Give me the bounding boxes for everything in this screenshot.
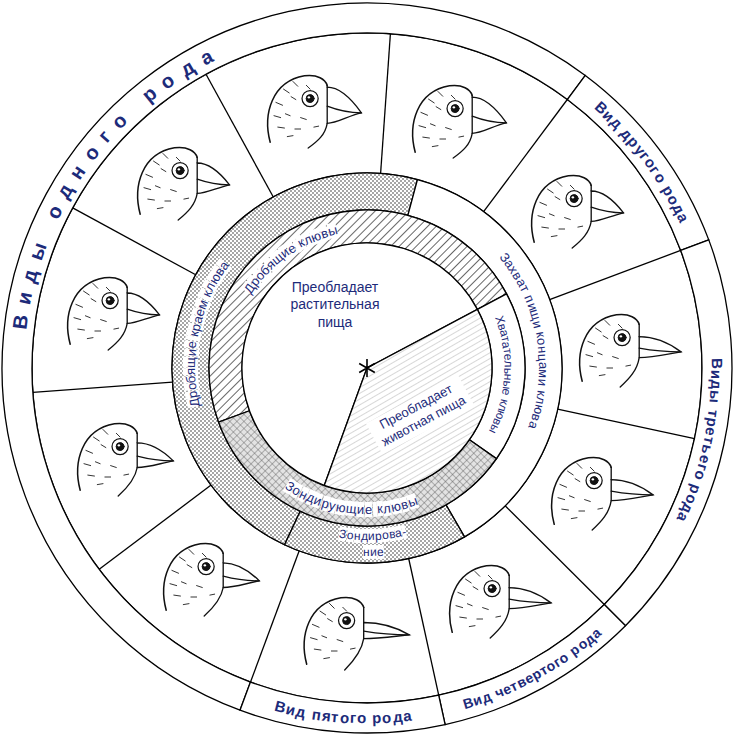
sector-label: Хватательные клювы xyxy=(487,312,517,437)
ring-circles xyxy=(3,4,731,732)
sector-outline xyxy=(285,505,465,563)
sector-label: Вид другого рода xyxy=(591,98,692,226)
sector-outline xyxy=(172,173,417,545)
sector-outline xyxy=(408,180,562,537)
sector-dividers xyxy=(33,34,695,695)
sector-outline xyxy=(567,75,708,250)
sector-label: Вид четвертого рода xyxy=(459,624,605,712)
finch-heads xyxy=(68,75,681,670)
sector-label: Захват пищи концами клюва xyxy=(496,249,552,434)
sector-outline xyxy=(604,240,732,626)
sector-label: Зондирующие клювы xyxy=(281,478,421,518)
sector-outline xyxy=(219,411,497,526)
wedge-label: Преобладает животная пища xyxy=(366,374,474,453)
sector-label: Дробящие клювы xyxy=(241,222,341,297)
sector-outline xyxy=(2,3,585,710)
sector-label: Дробящие краем клюва xyxy=(182,257,232,412)
sector-label: Вид пятого рода xyxy=(270,697,416,727)
sector-label: Виды третьего рода xyxy=(674,354,727,528)
asterisk-mark xyxy=(359,359,375,377)
sector-label: Виды одного рода xyxy=(8,45,219,335)
sector-outline xyxy=(469,294,525,459)
sector-outline xyxy=(439,605,626,725)
wedge-label: Преобладает растительная пища xyxy=(275,279,395,332)
sector-outline xyxy=(240,682,445,733)
sector-outline xyxy=(324,309,492,493)
sector-outline xyxy=(242,243,477,485)
sector-label: Зондирова- ние xyxy=(335,524,412,560)
sector-outline xyxy=(209,210,507,422)
